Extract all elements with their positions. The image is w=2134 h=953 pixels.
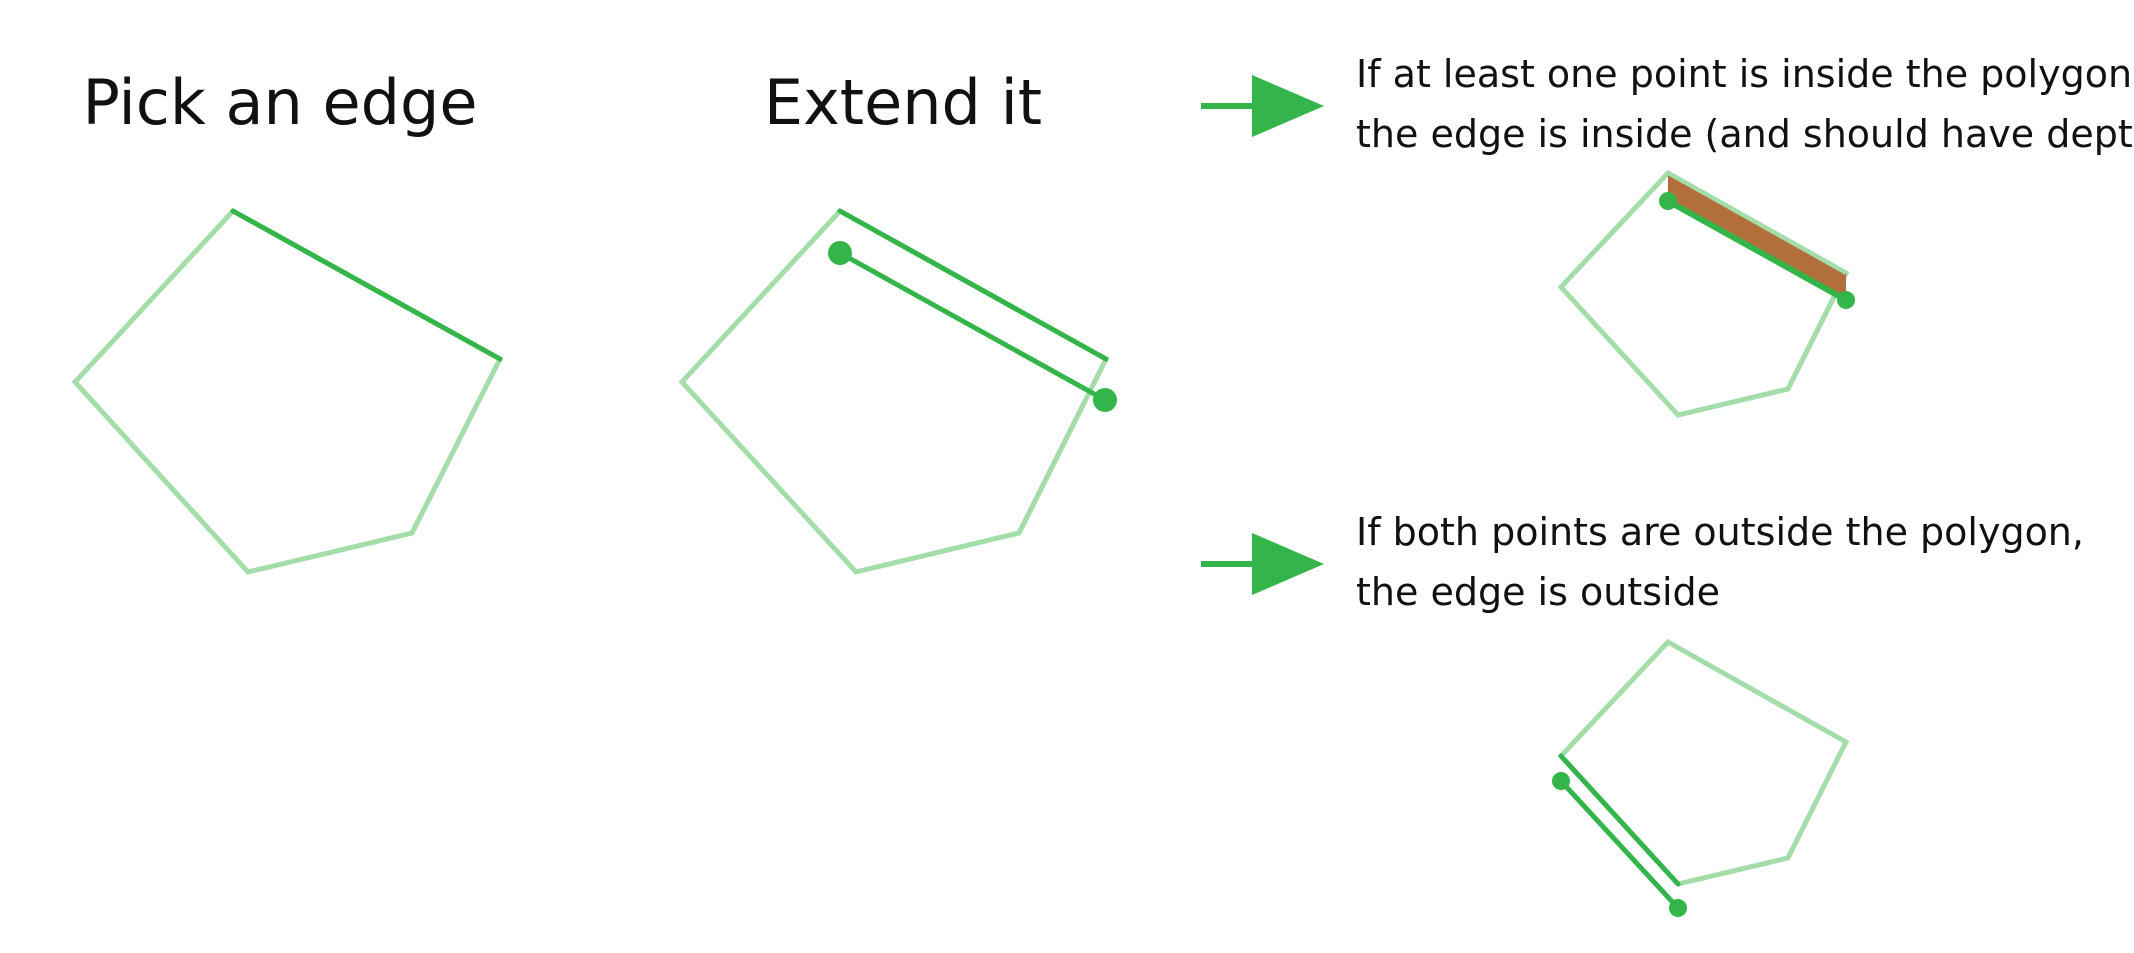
extended-edge [1558, 778, 1681, 911]
arrow-outside-case [1201, 533, 1324, 595]
inside-case-line1: If at least one point is inside the poly… [1356, 52, 2134, 96]
panel-inside-case [1557, 169, 1855, 418]
extended-endpoint [1552, 772, 1570, 790]
selected-edge [230, 208, 503, 362]
selected-edge [837, 208, 1109, 362]
outside-case-line2: the edge is outside [1356, 570, 1720, 614]
depth-fill [1668, 173, 1846, 300]
inside-case-line2: the edge is inside (and should have dept… [1356, 112, 2134, 156]
panel-extend-edge [678, 207, 1117, 575]
selected-edge [1667, 171, 1847, 275]
polygon-outline [1557, 638, 1850, 887]
panel-pick-edge [71, 207, 504, 575]
panel-outside-case [1552, 638, 1850, 917]
selected-edge [1558, 753, 1681, 887]
polygon-outline [71, 207, 504, 575]
extended-endpoint [1837, 291, 1855, 309]
extended-edge [837, 250, 1108, 403]
extended-endpoint [1669, 899, 1687, 917]
polygon-outline [678, 207, 1110, 575]
arrow-head [1252, 75, 1324, 137]
extended-endpoint [828, 241, 852, 265]
extend-it-title: Extend it [764, 66, 1042, 139]
extended-endpoint [1093, 388, 1117, 412]
extended-endpoint [1659, 192, 1677, 210]
extended-edge [1665, 198, 1849, 303]
pick-edge-title: Pick an edge [83, 66, 478, 139]
arrow-inside-case [1201, 75, 1324, 137]
arrow-head [1252, 533, 1324, 595]
outside-case-line1: If both points are outside the polygon, [1356, 510, 2084, 554]
